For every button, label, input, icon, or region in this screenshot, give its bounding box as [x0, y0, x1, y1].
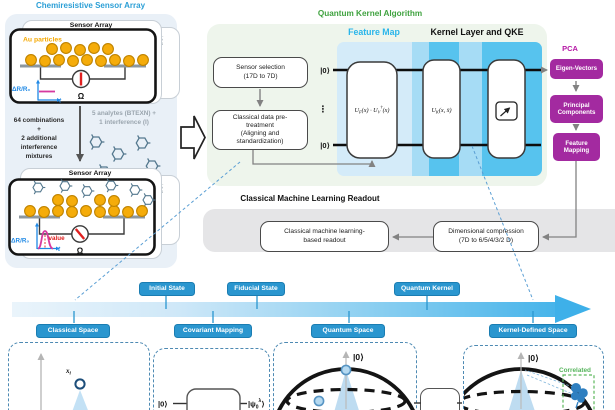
state-cone	[508, 370, 535, 410]
ket-zero: |0⟩	[158, 400, 168, 409]
ket-zero-top: |0⟩	[320, 66, 330, 75]
state-point	[340, 364, 352, 376]
vertical-dots: ⋮	[319, 104, 328, 114]
classical-space-panel: xi	[8, 342, 150, 410]
ket-zero: |0⟩	[528, 353, 539, 363]
kernel-gate-label: UK(x, x̄)	[431, 107, 451, 115]
time-axis-label: t	[59, 98, 62, 105]
sensor-device-2: Ω ΔR/R₀ value t	[8, 178, 156, 256]
xi-label: xi	[65, 367, 72, 377]
measurement-icon	[495, 101, 518, 121]
peak-signal-trace	[37, 230, 54, 250]
data-cone	[72, 390, 88, 410]
ket-zero: |0⟩	[353, 352, 364, 362]
ket-zero-bottom: |0⟩	[320, 141, 330, 150]
molecule-icon	[89, 133, 106, 151]
sensor-card1-title: Sensor Array	[69, 22, 113, 29]
correlated-box	[562, 374, 595, 410]
sphere-equator	[285, 387, 407, 410]
quantum-space-panel: |0⟩	[273, 342, 417, 410]
gold-nanoparticles	[25, 42, 149, 67]
quantum-section-title: Quantum Kernel Algorithm	[317, 9, 423, 18]
signal-axes	[37, 82, 57, 101]
feature-map-label: Feature Map	[348, 27, 400, 37]
sensor-card2-title: Sensor Array	[68, 170, 112, 177]
pca-feature-mapping-box: Feature Mapping	[553, 133, 600, 161]
fiducial-gate	[186, 388, 241, 410]
bloch-sphere-kernel: |0⟩ Correlated	[464, 352, 595, 410]
state-point	[313, 395, 325, 407]
ohm-symbol: Ω	[77, 247, 84, 256]
kernel-defined-space-panel: |0⟩ Correlated	[463, 345, 604, 410]
pill-quantum-kernel: Quantum Kernel	[394, 282, 460, 296]
kernel-gate	[422, 59, 461, 159]
feature-map-gate-label: UF(x) · UV†(x)	[355, 105, 390, 115]
molecule-icon	[135, 134, 152, 152]
bloch-sphere-quantum: |0⟩	[277, 351, 415, 410]
circuit-wire	[39, 67, 126, 80]
electrode-bars	[20, 64, 146, 68]
sensor-device-1: Au particles Ω ΔR/R₀ t	[9, 28, 157, 104]
pca-principal-components-box: Principal Components	[550, 95, 603, 123]
ml-readout-box: Classical machine learning- based readou…	[260, 221, 389, 252]
timeline-arrow-band	[12, 302, 556, 317]
delta-r-label: ΔR/R₀	[12, 86, 30, 93]
pca-eigenvectors-box: Eigen-Vectors	[550, 59, 603, 79]
covariant-mapping-panel: |0⟩ |ψ0λ⟩	[153, 348, 270, 410]
au-particles-label: Au particles	[23, 37, 62, 44]
pill-fiducial-state: Fiducial State	[227, 282, 285, 296]
fiducial-circuit: |0⟩ |ψ0λ⟩	[158, 388, 265, 410]
classical-space-plot: xi	[37, 353, 88, 410]
time-axis-label: t	[58, 246, 61, 253]
delta-r-label: ΔR/R₀	[11, 238, 29, 245]
readout-section-title: Classical Machine Learning Readout	[240, 194, 380, 203]
pill-classical-space: Classical Space	[36, 324, 110, 338]
correlated-cluster	[570, 383, 588, 403]
state-cone	[334, 370, 359, 410]
analytes-note: 5 analytes (BTEXN) + 1 interference (I)	[91, 110, 157, 126]
kernel-transform-gate	[420, 388, 460, 410]
combinations-note: 64 combinations + 2 additional interfere…	[13, 117, 65, 160]
pill-kernel-defined-space: Kernel-Defined Space	[489, 324, 577, 338]
kernel-layer-label: Kernel Layer and QKE	[430, 27, 524, 37]
pca-title: PCA	[562, 44, 578, 53]
pill-initial-state: Initial State	[139, 282, 195, 296]
pill-covariant-mapping: Covariant Mapping	[174, 324, 252, 338]
molecule-icon	[111, 145, 128, 163]
pretreatment-box: Classical data pre- treatment (Aligning …	[212, 110, 308, 150]
psi-state-label: |ψ0λ⟩	[248, 398, 265, 410]
sensor-selection-box: Sensor selection (17D to 7D)	[213, 57, 308, 88]
pill-quantum-space: Quantum Space	[311, 324, 385, 338]
section-transition-arrow	[180, 115, 206, 160]
sensor-section-title: Chemiresistive Sensor Array	[35, 1, 146, 10]
ohm-symbol: Ω	[78, 92, 85, 101]
timeline-arrowhead	[555, 295, 591, 323]
quantum-circuit: |0⟩ |0⟩ ⋮ UF(x) · UV†(x) UK(x, x̄)	[319, 42, 542, 176]
dimensional-compression-box: Dimensional compression (7D to 6/5/4/3/2…	[433, 221, 539, 252]
correlated-label: Correlated	[559, 367, 591, 374]
value-label: value	[49, 235, 66, 242]
data-point	[74, 378, 86, 390]
